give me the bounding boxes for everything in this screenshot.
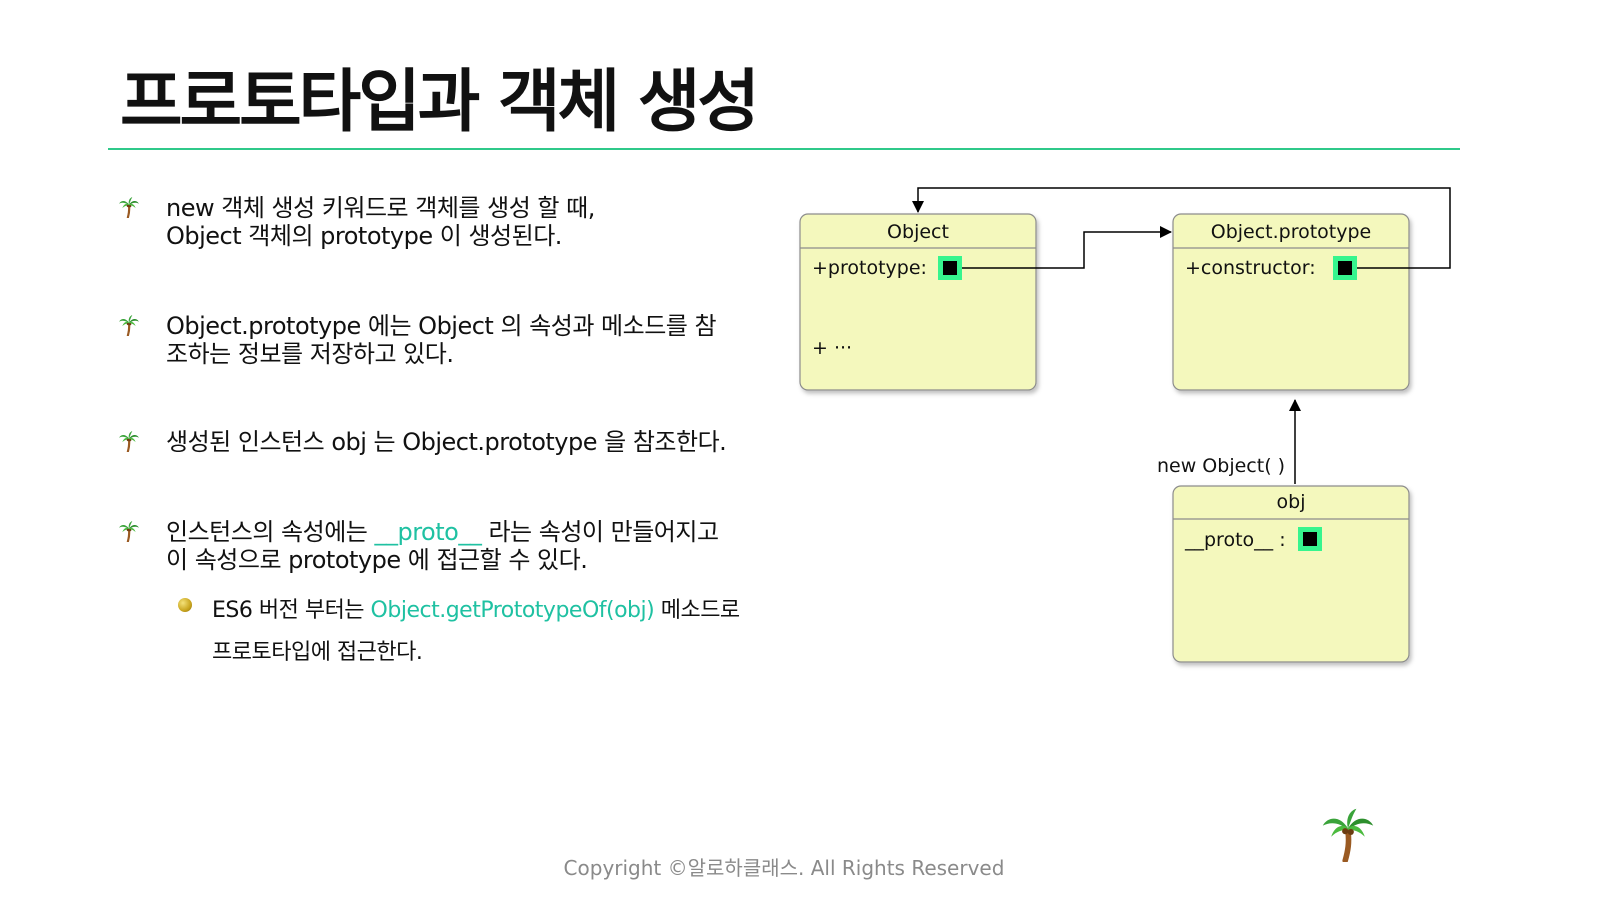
- prototype-arrow: [962, 226, 1172, 269]
- title-divider: [108, 148, 1460, 150]
- bullet-text: new 객체 생성 키워드로 객체를 생성 할 때, Object 객체의 pr…: [166, 194, 595, 250]
- sub-bullet-dot-icon: [178, 598, 192, 612]
- bullet-text: Object.prototype 에는 Object 의 속성과 메소드를 참 …: [166, 312, 717, 368]
- obj-box: obj __proto__ :: [1172, 485, 1410, 663]
- bullet-text: 인스턴스의 속성에는 __proto__ 라는 속성이 만들어지고 이 속성으로…: [166, 518, 719, 574]
- prototype-constructor-field: +constructor:: [1185, 257, 1316, 279]
- bullet-text: 생성된 인스턴스 obj 는 Object.prototype 을 참조한다.: [166, 428, 727, 456]
- object-prototype-box: Object.prototype +constructor:: [1172, 213, 1410, 391]
- obj-box-title: obj: [1277, 491, 1306, 513]
- sub-bullet-text: ES6 버전 부터는 Object.getPrototypeOf(obj) 메소…: [212, 598, 740, 665]
- proto-highlight: __proto__: [374, 518, 482, 546]
- object-more-field: + ···: [812, 337, 852, 359]
- method-highlight: Object.getPrototypeOf(obj): [370, 598, 655, 623]
- obj-proto-field: __proto__ :: [1184, 529, 1286, 551]
- copyright-text: Copyright ©알로하클래스. All Rights Reserved: [563, 856, 1005, 880]
- object-box: Object +prototype: + ···: [799, 213, 1037, 391]
- constructor-arrow: [912, 187, 1451, 269]
- new-object-label: new Object( ): [1157, 455, 1285, 477]
- object-prototype-field: +prototype:: [812, 257, 927, 279]
- object-box-title: Object: [887, 221, 949, 243]
- slide-title: 프로토타입과 객체 생성: [120, 63, 760, 142]
- prototype-box-title: Object.prototype: [1211, 221, 1372, 243]
